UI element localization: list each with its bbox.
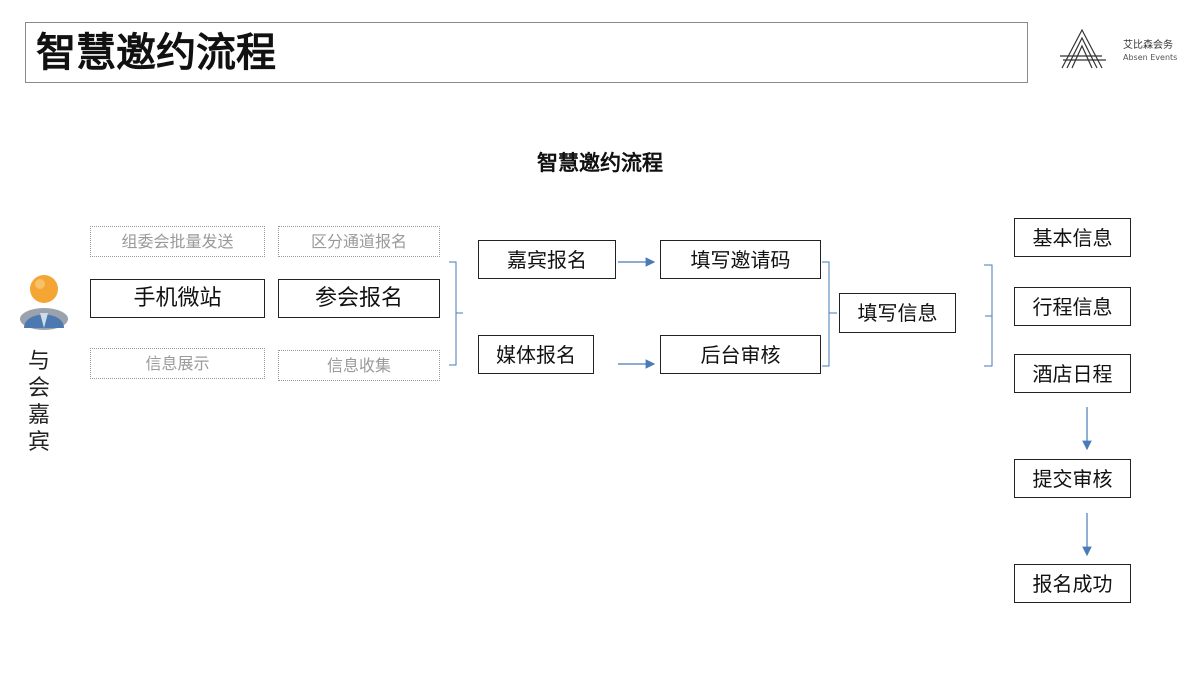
logo-text-en: Absen Events [1123,53,1178,62]
channel-registration-route: 区分通道报名 [278,226,440,257]
mobile-microsite-box: 手机微站 [90,279,265,318]
actor-label-char: 与 [27,349,50,374]
actor-label-char: 嘉 [27,403,50,428]
basic-info-box: 基本信息 [1014,218,1131,257]
actor-label-char: 宾 [27,430,50,455]
channel-info-collection: 信息收集 [278,350,440,381]
logo-mark-icon [1060,28,1106,69]
submit-review-box: 提交审核 [1014,459,1131,498]
user-avatar-icon [18,270,70,332]
guest-registration-box: 嘉宾报名 [478,240,616,279]
absen-logo [1058,26,1188,74]
channel-batch-send: 组委会批量发送 [90,226,265,257]
invite-code-box: 填写邀请码 [660,240,821,279]
media-registration-box: 媒体报名 [478,335,594,374]
attendee-registration-box: 参会报名 [278,279,440,318]
hotel-schedule-box: 酒店日程 [1014,354,1131,393]
backend-review-box: 后台审核 [660,335,821,374]
registration-success-box: 报名成功 [1014,564,1131,603]
fill-info-box: 填写信息 [839,293,956,333]
itinerary-info-box: 行程信息 [1014,287,1131,326]
title-bar: 智慧邀约流程 [25,22,1028,83]
diagram-title: 智慧邀约流程 [537,151,663,175]
page-title: 智慧邀约流程 [36,30,276,76]
actor-label-char: 会 [27,376,50,401]
actor-label: 与会嘉宾 [24,348,54,456]
logo-text-cn: 艾比森会务 [1123,40,1173,51]
channel-info-display: 信息展示 [90,348,265,379]
